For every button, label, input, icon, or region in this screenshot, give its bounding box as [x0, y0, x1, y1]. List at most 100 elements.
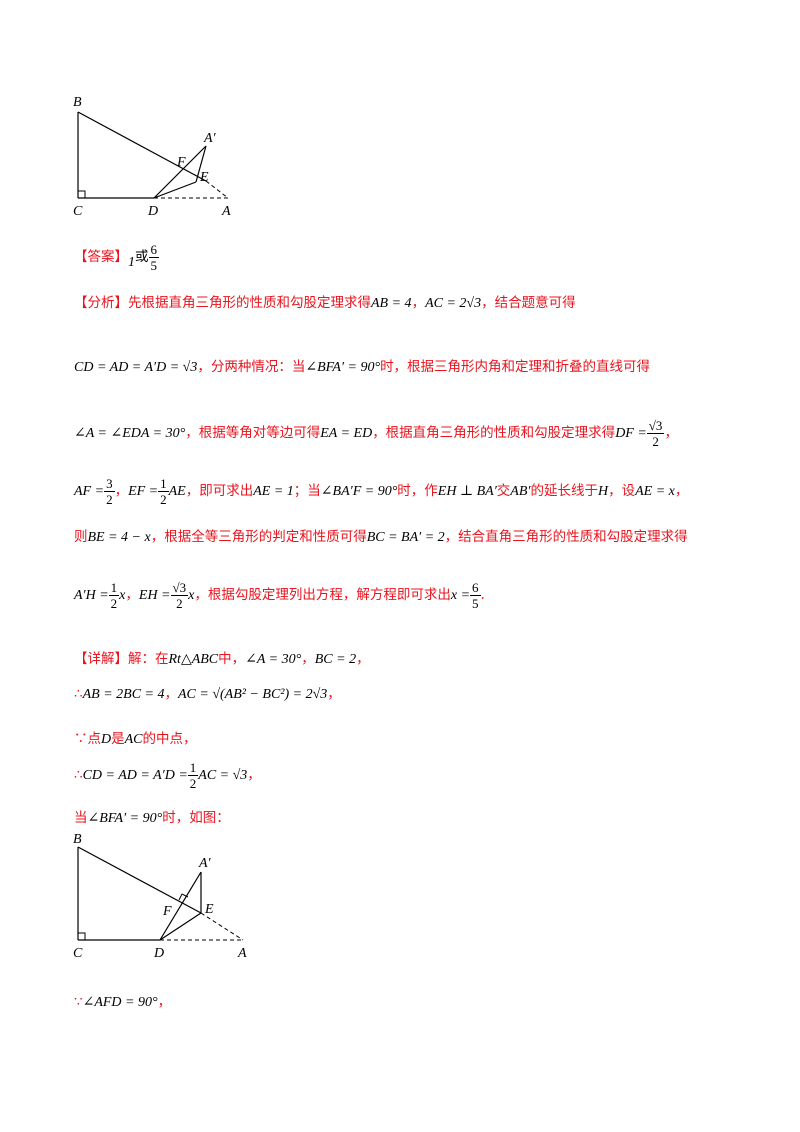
analysis-line-3: ∠A = ∠EDA = 30°，根据等角对等边可得EA = ED，根据直角三角形…: [74, 418, 678, 449]
detail-text: 解：在: [128, 651, 169, 667]
math-expr: DF =: [615, 426, 647, 441]
math-expr: AE = 1: [253, 484, 294, 499]
analysis-text: ，根据全等三角形的判定和性质可得: [150, 529, 367, 545]
label-b: B: [73, 832, 82, 847]
math-expr: ∠A = 30°: [245, 652, 302, 667]
frac-den: 2: [106, 492, 113, 507]
label-f: F: [162, 904, 172, 919]
detail-text: 时，如图：: [162, 810, 230, 826]
detail-text: 当: [74, 810, 88, 826]
math-expr: BE = 4 − x: [87, 530, 151, 545]
label-d: D: [147, 204, 158, 219]
math-expr: AB = 4: [371, 296, 412, 311]
math-expr: AB′: [510, 484, 531, 499]
math-expr: x: [119, 588, 126, 603]
label-b: B: [73, 95, 82, 110]
label-a: A: [237, 946, 247, 961]
analysis-text: ，根据勾股定理列出方程，解方程即可求出: [194, 587, 451, 603]
math-expr: ∠BFA′ = 90°: [305, 360, 381, 375]
math-expr: EA = ED: [320, 426, 373, 441]
analysis-text: .: [480, 587, 485, 603]
math-expr: Rt△ABC: [168, 652, 219, 667]
because-symbol: ∵: [74, 731, 88, 747]
answer-frac-den: 5: [150, 258, 158, 273]
math-expr: BC = BA′ = 2: [366, 530, 445, 545]
answer-or: 或: [135, 249, 149, 265]
analysis-text: ，结合直角三角形的性质和勾股定理求得: [444, 529, 688, 545]
detail-text: 是: [111, 731, 125, 747]
analysis-text: ，根据直角三角形的性质和勾股定理求得: [372, 425, 616, 441]
math-expr: EF =: [128, 484, 159, 499]
analysis-text: ，设: [608, 483, 636, 499]
analysis-line-1: 【分析】先根据直角三角形的性质和勾股定理求得AB = 4，AC = 2√3，结合…: [74, 291, 576, 312]
analysis-line-5: 则BE = 4 − x，根据全等三角形的判定和性质可得BC = BA′ = 2，…: [74, 525, 688, 546]
math-expr: AB = 2BC = 4: [82, 687, 165, 702]
analysis-text: 则: [74, 529, 88, 545]
label-a-prime: A′: [198, 856, 212, 871]
math-expr: x: [188, 588, 195, 603]
analysis-text: ，即可求出: [185, 483, 254, 499]
therefore-symbol: ∴: [74, 686, 83, 702]
label-d: D: [153, 946, 164, 961]
analysis-text: ，: [125, 587, 139, 603]
math-expr: AC = √(AB² − BC²) = 2√3: [177, 687, 328, 702]
label-e: E: [204, 902, 214, 917]
analysis-text: ，结合题意可得: [481, 295, 576, 311]
frac-den: 2: [110, 596, 118, 611]
detail-text: ，: [157, 994, 172, 1010]
math-expr: AF =: [74, 484, 105, 499]
math-expr: CD = AD = A′D = √3: [74, 360, 198, 375]
detail-text: 点: [87, 731, 102, 747]
analysis-text: 的延长线于: [530, 483, 598, 499]
math-expr: x =: [450, 588, 471, 603]
frac-num: 1: [158, 476, 169, 492]
answer-tag: 【答案】: [74, 249, 128, 265]
analysis-text: 时，根据三角形内角和定理和折叠的直线可得: [380, 359, 651, 375]
math-expr: A′H =: [74, 588, 109, 603]
frac-num: 3: [104, 476, 115, 492]
detail-text: 的中点，: [142, 731, 197, 747]
frac-num: 1: [187, 760, 199, 776]
math-expr: CD = AD = A′D =: [82, 768, 188, 783]
last-line: ∵∠AFD = 90°，: [74, 990, 171, 1011]
analysis-text: ，分两种情况：当: [197, 359, 306, 375]
frac-den: 2: [189, 776, 197, 791]
detail-line-5: 当∠BFA′ = 90°时，如图：: [74, 806, 230, 827]
math-expr: ∠BA′F = 90°: [320, 484, 398, 499]
label-c: C: [73, 204, 83, 219]
label-a: A: [221, 204, 231, 219]
math-expr: D: [101, 732, 112, 747]
analysis-text: ，根据等角对等边可得: [185, 425, 321, 441]
label-a-prime: A′: [203, 131, 217, 146]
analysis-text: ；当: [293, 483, 321, 499]
math-expr: ∠AFD = 90°: [82, 995, 158, 1010]
analysis-text: ，: [674, 483, 689, 499]
analysis-text: ，: [664, 425, 678, 441]
frac-den: 2: [160, 492, 167, 507]
math-expr: EH =: [138, 588, 171, 603]
detail-text: ，: [164, 686, 178, 702]
detail-tag: 【详解】: [74, 651, 128, 667]
frac-num: √3: [170, 580, 189, 596]
frac-den: 2: [652, 434, 659, 449]
math-expr: H: [597, 484, 609, 499]
analysis-text: ，: [114, 483, 129, 499]
frac-num: 6: [470, 580, 481, 596]
figure-1: B A′ F E C D A: [60, 90, 250, 220]
math-expr: ∠BFA′ = 90°: [87, 811, 163, 826]
analysis-line-2: CD = AD = A′D = √3，分两种情况：当∠BFA′ = 90°时，根…: [74, 355, 650, 376]
analysis-text: 先根据直角三角形的性质和勾股定理求得: [128, 295, 371, 311]
frac-den: 2: [176, 596, 183, 611]
answer-frac-num: 6: [148, 242, 159, 258]
detail-text: 中，: [218, 651, 246, 667]
detail-line-3: ∵点D是AC的中点，: [74, 727, 197, 748]
answer-value-1: 1: [128, 255, 135, 270]
frac-den: 5: [472, 596, 479, 611]
math-expr: AC: [124, 732, 143, 747]
math-expr: AE = x: [635, 484, 675, 499]
figure-2: B A′ F E C D A: [60, 827, 260, 962]
math-expr: AC = 2√3: [425, 296, 482, 311]
